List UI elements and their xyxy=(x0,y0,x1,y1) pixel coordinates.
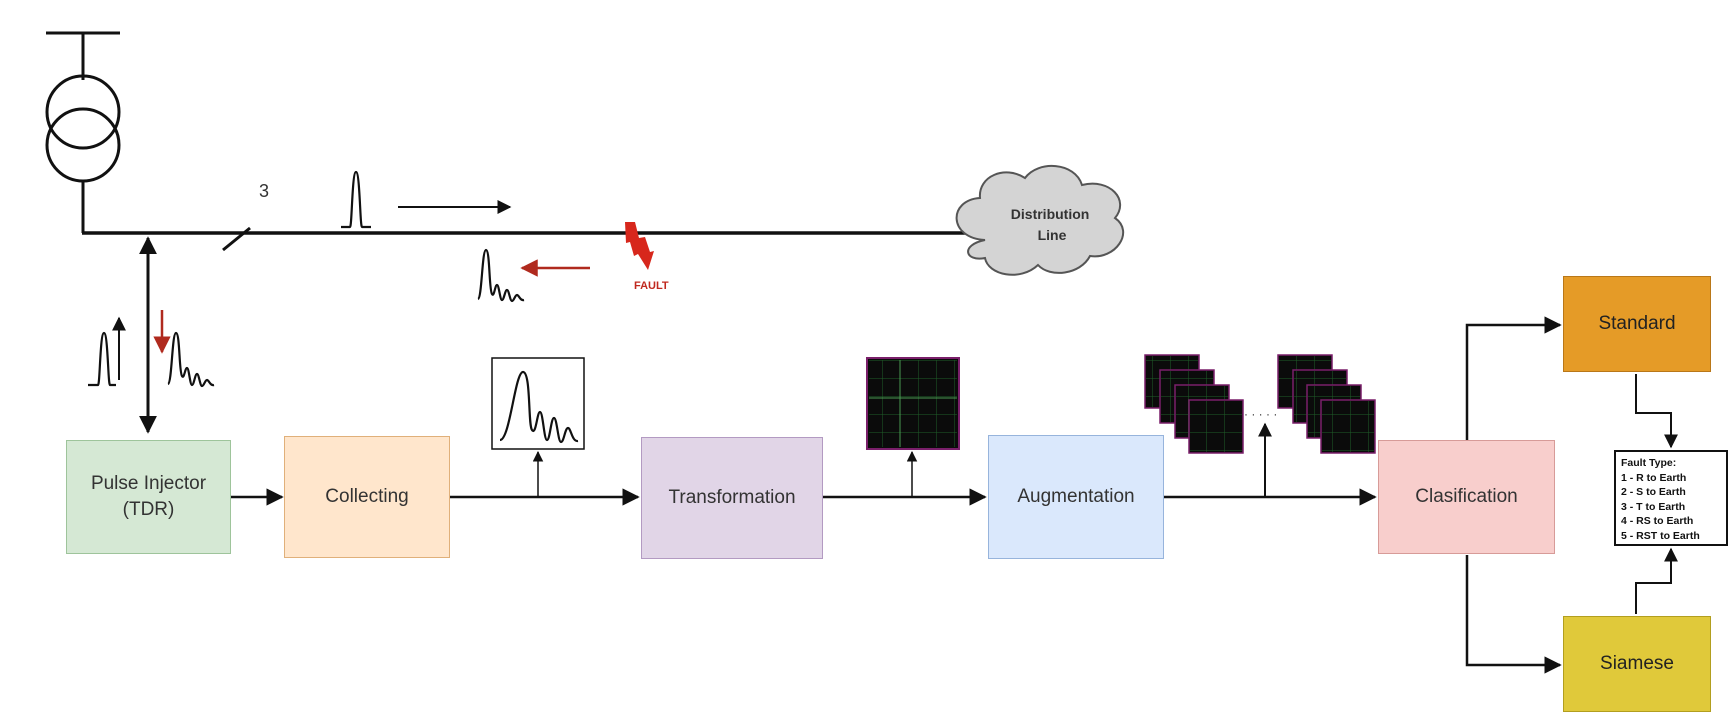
distribution-cloud xyxy=(955,165,1125,276)
transformer-icon xyxy=(45,31,121,233)
collecting-box[interactable]: Collecting xyxy=(284,436,450,558)
augmented-images-stack: · · · · · xyxy=(1144,354,1376,454)
pipeline-arrows xyxy=(231,316,1678,674)
augmentation-box[interactable]: Augmentation xyxy=(988,435,1164,559)
phase-count-label: 3 xyxy=(259,181,269,201)
fault-type-item: 5 - RST to Earth xyxy=(1621,529,1700,542)
cloud-label: Distribution Line xyxy=(1011,206,1093,243)
pulse-icon xyxy=(341,170,371,229)
standard-box[interactable]: Standard xyxy=(1563,276,1711,372)
fault-type-title: Fault Type: xyxy=(1621,457,1677,469)
fault-label: FAULT xyxy=(634,280,669,292)
fault-type-item: 2 - S to Earth xyxy=(1621,486,1686,499)
fault-type-legend: Fault Type: 1 - R to Earth 2 - S to Eart… xyxy=(1614,450,1728,546)
signal-thumbnail xyxy=(491,357,585,450)
transform-image-thumbnail xyxy=(866,357,960,450)
classification-box[interactable]: Clasification xyxy=(1378,440,1555,554)
siamese-box[interactable]: Siamese xyxy=(1563,616,1711,712)
reflected-pulse-icon xyxy=(476,248,525,303)
fault-type-item: 1 - R to Earth xyxy=(1621,471,1687,484)
fault-bolt-icon xyxy=(625,222,654,270)
incoming-pulse-icon xyxy=(166,331,215,388)
pulse-injector-box[interactable]: Pulse Injector (TDR) xyxy=(66,440,231,554)
outgoing-pulse-icon xyxy=(88,331,116,387)
fault-type-item: 4 - RS to Earth xyxy=(1621,515,1694,528)
transformation-box[interactable]: Transformation xyxy=(641,437,823,559)
fault-type-item: 3 - T to Earth xyxy=(1621,500,1686,513)
phase-slash xyxy=(222,226,251,252)
svg-text:· · · · ·: · · · · · xyxy=(1244,407,1277,421)
